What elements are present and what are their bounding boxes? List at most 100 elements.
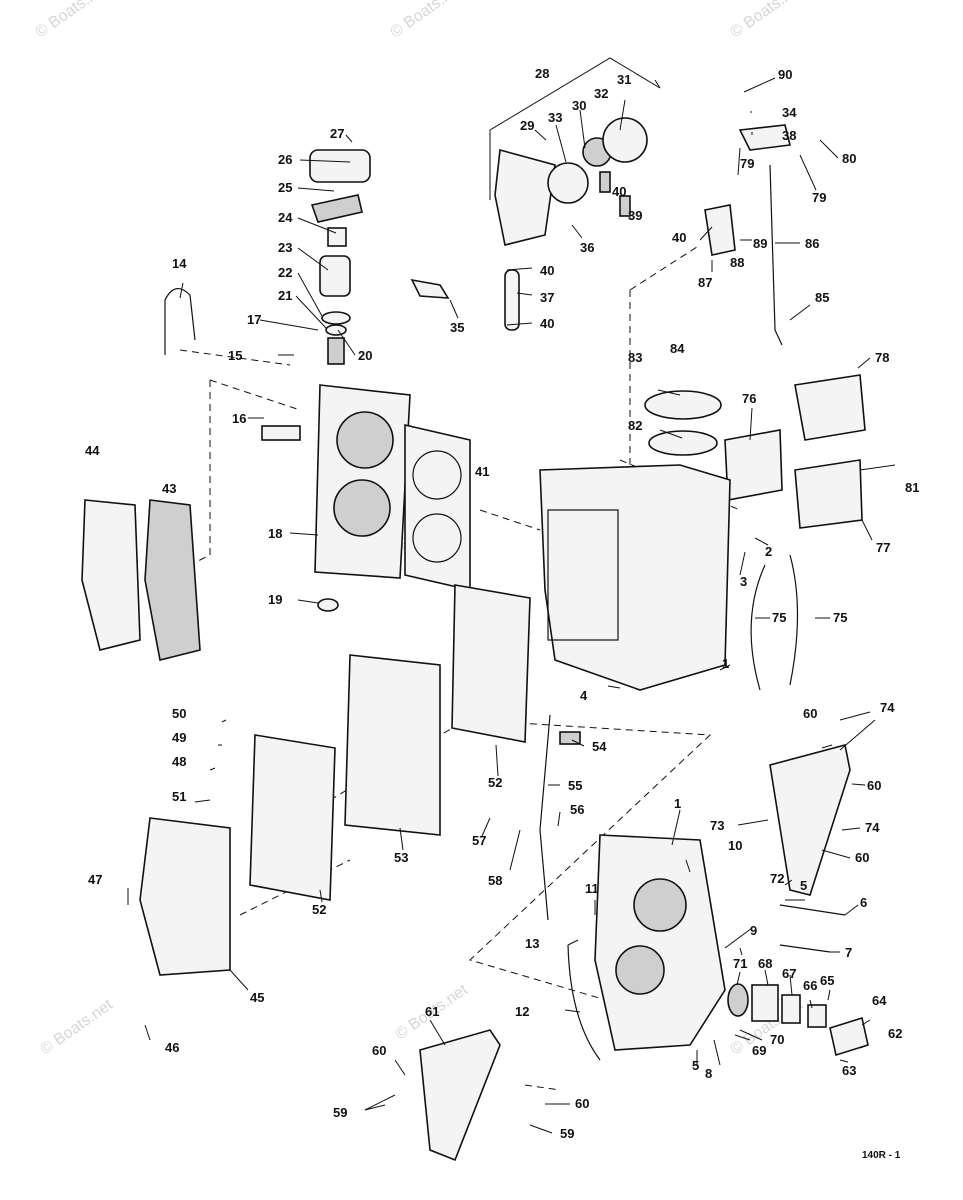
cover-44: [81, 499, 141, 651]
cup-part: [319, 255, 351, 297]
callout-79: 79: [740, 156, 754, 171]
callout-1: 1: [722, 656, 729, 671]
gasket-76: [724, 429, 783, 501]
callout-50: 50: [172, 706, 186, 721]
callout-82: 82: [628, 418, 642, 433]
washer-part: [325, 324, 347, 336]
callout-72: 72: [770, 871, 784, 886]
callout-67: 67: [782, 966, 796, 981]
callout-51: 51: [172, 789, 186, 804]
callout-labels: 1 1 2 3 4 5 5 6 7 8 9 10 11 12 13 14 15 …: [85, 66, 919, 1141]
callout-75: 75: [772, 610, 786, 625]
callout-87: 87: [698, 275, 712, 290]
pin-part: [504, 269, 520, 331]
watermark: © Boats.net: [728, 0, 807, 41]
callout-61: 61: [425, 1004, 439, 1019]
callout-47: 47: [88, 872, 102, 887]
callout-86: 86: [805, 236, 819, 251]
callout-60: 60: [803, 706, 817, 721]
callout-15: 15: [228, 348, 242, 363]
part-68: [751, 984, 779, 1022]
gasket-42: [451, 584, 531, 743]
head-chamber: [336, 411, 394, 469]
callout-36: 36: [580, 240, 594, 255]
callout-74: 74: [880, 700, 895, 715]
hose-part: [164, 288, 196, 355]
callout-44: 44: [85, 443, 100, 458]
callout-62: 62: [888, 1026, 902, 1041]
bore: [633, 878, 687, 932]
callout-10: 10: [728, 838, 742, 853]
callout-20: 20: [358, 348, 372, 363]
callout-54: 54: [592, 739, 607, 754]
leader-lines: [127, 77, 896, 1134]
callout-88: 88: [730, 255, 744, 270]
spring-part: [327, 337, 345, 365]
head-chamber: [333, 479, 391, 537]
plug-part: [317, 598, 339, 612]
callout-79: 79: [812, 190, 826, 205]
callout-40: 40: [672, 230, 686, 245]
gasket-43: [144, 499, 201, 661]
gasket-35: [410, 278, 450, 299]
callout-57: 57: [472, 833, 486, 848]
callout-45: 45: [250, 990, 264, 1005]
callout-22: 22: [278, 265, 292, 280]
callout-37: 37: [540, 290, 554, 305]
callout-11: 11: [585, 881, 599, 896]
callout-71: 71: [733, 956, 747, 971]
callout-17: 17: [247, 312, 261, 327]
plate-78: [794, 374, 866, 441]
bracket-61: [419, 1029, 501, 1162]
callout-40: 40: [540, 316, 554, 331]
washer-part: [321, 311, 351, 325]
callout-63: 63: [842, 1063, 856, 1078]
callout-14: 14: [172, 256, 187, 271]
callout-28: 28: [535, 66, 549, 81]
callout-66: 66: [803, 978, 817, 993]
bracket-73: [769, 744, 851, 896]
callout-83: 83: [628, 350, 642, 365]
callout-43: 43: [162, 481, 176, 496]
callout-68: 68: [758, 956, 772, 971]
parts-layer: [81, 117, 869, 1162]
callout-69: 69: [752, 1043, 766, 1058]
crankcase-upper: [539, 464, 731, 691]
part-66: [807, 1004, 827, 1028]
callout-23: 23: [278, 240, 292, 255]
callout-40: 40: [612, 184, 626, 199]
cover-part: [309, 149, 371, 183]
callout-2: 2: [765, 544, 772, 559]
callout-60: 60: [575, 1096, 589, 1111]
callout-73: 73: [710, 818, 724, 833]
callout-59: 59: [560, 1126, 574, 1141]
callout-26: 26: [278, 152, 292, 167]
cover-53: [344, 654, 441, 836]
callout-52: 52: [488, 775, 502, 790]
callout-9: 9: [750, 923, 757, 938]
callout-8: 8: [705, 1066, 712, 1081]
part-71: [727, 983, 749, 1017]
seal-83: [644, 390, 722, 420]
callout-31: 31: [617, 72, 631, 87]
callout-25: 25: [278, 180, 292, 195]
callout-56: 56: [570, 802, 584, 817]
callout-76: 76: [742, 391, 756, 406]
callout-84: 84: [670, 341, 685, 356]
callout-3: 3: [740, 574, 747, 589]
callout-55: 55: [568, 778, 582, 793]
callout-24: 24: [278, 210, 293, 225]
callout-60: 60: [855, 850, 869, 865]
gasket-part: [310, 194, 363, 223]
callout-39: 39: [628, 208, 642, 223]
callout-35: 35: [450, 320, 464, 335]
callout-59: 59: [333, 1105, 347, 1120]
watermark: © Boats.net: [33, 0, 112, 41]
watermark: © Boats.net: [38, 996, 117, 1058]
callout-65: 65: [820, 973, 834, 988]
valve-part: [327, 227, 347, 247]
bracket-28: [489, 57, 661, 200]
callout-40: 40: [540, 263, 554, 278]
gasket-52: [249, 734, 336, 901]
